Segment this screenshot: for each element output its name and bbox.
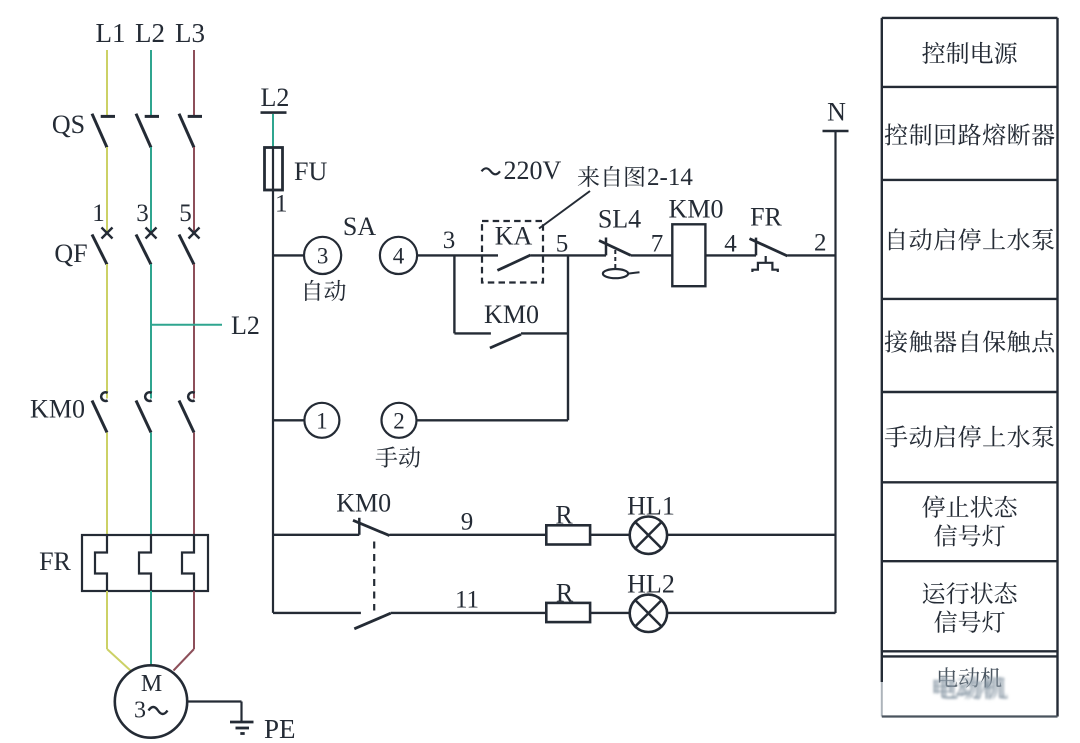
svg-text:N: N: [827, 98, 846, 127]
svg-text:SA: SA: [343, 212, 376, 241]
svg-text:R: R: [556, 579, 574, 608]
svg-text:L3: L3: [175, 18, 205, 48]
svg-text:KM0: KM0: [484, 300, 539, 329]
svg-text:1: 1: [275, 191, 288, 218]
svg-text:HL1: HL1: [627, 492, 675, 521]
svg-text:1: 1: [92, 200, 105, 227]
svg-text:220V: 220V: [504, 156, 562, 185]
svg-text:2-14: 2-14: [647, 164, 693, 191]
svg-text:M: M: [141, 671, 162, 697]
svg-text:KM0: KM0: [669, 195, 724, 224]
svg-text:9: 9: [461, 509, 474, 536]
svg-text:4: 4: [393, 243, 405, 268]
svg-text:11: 11: [455, 587, 479, 614]
svg-text:R: R: [555, 501, 573, 530]
svg-text:5: 5: [556, 231, 569, 258]
svg-text:3: 3: [443, 227, 456, 254]
svg-text:1: 1: [316, 408, 328, 433]
svg-text:5: 5: [179, 200, 192, 227]
svg-text:QS: QS: [52, 110, 85, 139]
svg-text:L2: L2: [135, 18, 165, 48]
svg-text:L2: L2: [231, 311, 260, 340]
svg-text:HL2: HL2: [627, 570, 675, 599]
svg-text:KM0: KM0: [336, 489, 391, 518]
svg-text:FU: FU: [294, 157, 327, 186]
svg-text:L1: L1: [96, 18, 126, 48]
svg-text:FR: FR: [39, 547, 71, 576]
svg-text:3: 3: [317, 243, 329, 268]
svg-text:KA: KA: [495, 222, 533, 251]
svg-text:FR: FR: [750, 203, 782, 232]
svg-text:4: 4: [724, 231, 737, 258]
svg-text:7: 7: [651, 231, 664, 258]
svg-text:PE: PE: [264, 714, 296, 743]
svg-text:QF: QF: [54, 239, 87, 268]
svg-text:3: 3: [136, 200, 149, 227]
svg-text:SL4: SL4: [598, 205, 641, 234]
svg-text:3: 3: [134, 698, 146, 724]
svg-text:KM0: KM0: [30, 395, 85, 424]
svg-text:2: 2: [393, 408, 405, 433]
svg-text:2: 2: [814, 230, 827, 257]
svg-text:L2: L2: [261, 83, 290, 112]
